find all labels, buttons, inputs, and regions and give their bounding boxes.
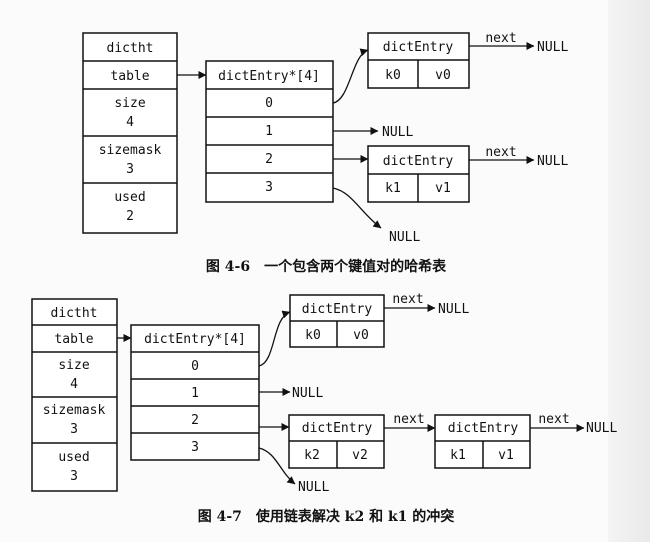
- figure-caption: 图 4-6 一个包含两个键值对的哈希表: [206, 258, 447, 275]
- dict-entry-k1: dictEntry k1 v1: [367, 145, 470, 203]
- entry-key: k2: [304, 448, 320, 463]
- dictht-table-field: table: [54, 332, 93, 347]
- array-index-0: 0: [191, 359, 199, 374]
- dict-entry-k0: dictEntry k0 v0: [367, 32, 470, 89]
- next-label: next: [538, 412, 569, 427]
- entry-value: v0: [435, 68, 451, 83]
- next-label: next: [393, 412, 424, 427]
- next-label: next: [485, 145, 516, 160]
- entry-key: k1: [385, 181, 401, 196]
- dictht-sizemask-label: sizemask: [43, 403, 106, 418]
- bucket-array: dictEntry*[4] 0 1 2 3: [130, 324, 260, 461]
- entry-header: dictEntry: [448, 421, 519, 436]
- array-index-2: 2: [265, 152, 273, 167]
- figure-4-6: dictht table size 4 sizemask 3 used 2 di…: [82, 31, 568, 275]
- entry-header: dictEntry: [383, 154, 454, 169]
- entry-header: dictEntry: [302, 302, 373, 317]
- dictht-sizemask-value: 3: [70, 422, 78, 437]
- dictht-used-value: 2: [126, 209, 134, 224]
- null-label: NULL: [537, 40, 568, 55]
- dictht-size-value: 4: [126, 115, 134, 130]
- entry-key: k0: [385, 68, 401, 83]
- dictht-struct: dictht table size 4 sizemask 3 used 2: [82, 32, 178, 234]
- bucket-0-pointer-arrow: [258, 310, 291, 367]
- dict-entry-k2: dictEntry k2 v2: [288, 414, 385, 469]
- next-label: next: [485, 31, 516, 46]
- entry-header: dictEntry: [383, 40, 454, 55]
- entry-value: v1: [435, 181, 451, 196]
- bucket-3-null-arrow: [258, 447, 296, 485]
- array-header: dictEntry*[4]: [218, 69, 320, 84]
- null-label: NULL: [438, 302, 469, 317]
- entry-key: k1: [450, 448, 466, 463]
- dictht-table-field: table: [110, 69, 149, 84]
- dictht-used-label: used: [114, 190, 145, 205]
- dict-entry-k0: dictEntry k0 v0: [289, 294, 385, 348]
- bucket-3-null-arrow: [332, 187, 382, 229]
- dictht-struct: dictht table size 4 sizemask 3 used 3: [31, 298, 118, 492]
- array-index-1: 1: [191, 386, 199, 401]
- array-index-3: 3: [191, 440, 199, 455]
- null-label: NULL: [586, 421, 617, 436]
- entry-header: dictEntry: [302, 421, 373, 436]
- null-label: NULL: [298, 480, 329, 495]
- dictht-header: dictht: [51, 306, 98, 321]
- array-index-1: 1: [265, 124, 273, 139]
- dictht-size-value: 4: [70, 377, 78, 392]
- null-label: NULL: [537, 154, 568, 169]
- dictht-sizemask-value: 3: [126, 162, 134, 177]
- dictht-size-label: size: [114, 96, 145, 111]
- null-label: NULL: [389, 230, 420, 245]
- dictht-header: dictht: [107, 41, 154, 56]
- bucket-0-pointer-arrow: [332, 48, 369, 104]
- entry-key: k0: [305, 328, 321, 343]
- dict-entry-k1: dictEntry k1 v1: [434, 414, 531, 469]
- array-index-0: 0: [265, 96, 273, 111]
- page-edge-shadow: [608, 0, 650, 542]
- dictht-size-label: size: [58, 358, 89, 373]
- dictht-used-value: 3: [70, 469, 78, 484]
- entry-value: v0: [353, 328, 369, 343]
- bucket-array: dictEntry*[4] 0 1 2 3: [205, 60, 334, 203]
- dictht-sizemask-label: sizemask: [99, 143, 162, 158]
- next-label: next: [392, 292, 423, 307]
- figure-4-7: dictht table size 4 sizemask 3 used 3 di…: [31, 292, 617, 525]
- array-index-3: 3: [265, 180, 273, 195]
- entry-value: v2: [352, 448, 368, 463]
- null-label: NULL: [292, 386, 323, 401]
- null-label: NULL: [382, 125, 413, 140]
- figure-caption: 图 4-7 使用链表解决 k2 和 k1 的冲突: [198, 508, 455, 525]
- dictht-used-label: used: [58, 450, 89, 465]
- array-index-2: 2: [191, 413, 199, 428]
- entry-value: v1: [498, 448, 514, 463]
- array-header: dictEntry*[4]: [144, 332, 246, 347]
